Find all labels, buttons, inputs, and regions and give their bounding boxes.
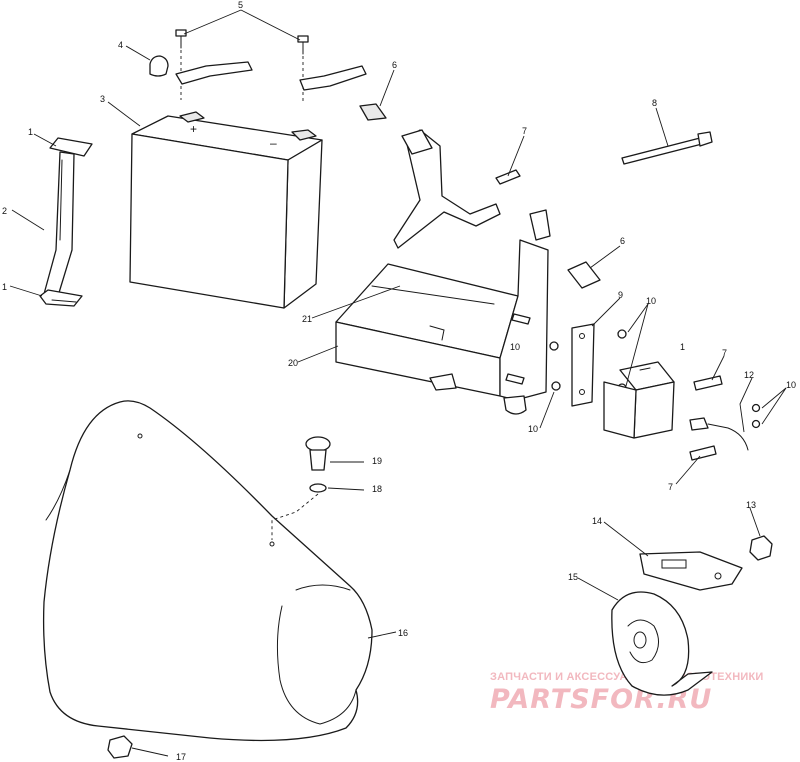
callout-19: 19 <box>372 456 382 466</box>
callout-8: 8 <box>652 98 657 108</box>
callout-13: 13 <box>746 500 756 510</box>
relay-solenoid <box>603 361 675 439</box>
leader-lines <box>9 9 787 757</box>
battery-minus-terminal-label: – <box>270 136 277 150</box>
callout-4: 4 <box>118 40 123 50</box>
clip-right <box>567 261 601 289</box>
callout-15: 15 <box>568 572 578 582</box>
callout-7-right: 7 <box>722 348 727 358</box>
battery-box <box>335 103 551 415</box>
callout-6-top: 6 <box>392 60 397 70</box>
callout-17: 17 <box>176 752 186 762</box>
callout-14: 14 <box>592 516 602 526</box>
wire <box>689 417 749 451</box>
callout-2: 2 <box>2 206 7 216</box>
callout-1-top: 1 <box>28 127 33 137</box>
callout-7-top: 7 <box>522 126 527 136</box>
callout-5: 5 <box>238 0 243 10</box>
callout-21: 21 <box>302 314 312 324</box>
cable-tie <box>621 131 713 165</box>
callout-10-box: 10 <box>510 342 520 352</box>
battery-plus-terminal-label: + <box>190 122 197 136</box>
battery-strap <box>39 137 93 307</box>
terminal-hardware <box>149 29 367 104</box>
horn-assembly <box>611 535 773 696</box>
callout-11: 1 <box>680 342 685 352</box>
callout-16: 16 <box>398 628 408 638</box>
callout-3: 3 <box>100 94 105 104</box>
callout-9: 9 <box>618 290 623 300</box>
callout-10-lower: 10 <box>528 424 538 434</box>
cover-fastener <box>271 436 331 540</box>
callout-18: 18 <box>372 484 382 494</box>
callout-12: 12 <box>744 370 754 380</box>
battery: + – <box>129 111 323 309</box>
callout-1-bottom: 1 <box>2 282 7 292</box>
mount-plate <box>571 323 595 407</box>
callout-10-far-right: 10 <box>786 380 796 390</box>
callout-20: 20 <box>288 358 298 368</box>
retainer-clip <box>107 735 133 759</box>
cover-panel <box>42 400 373 742</box>
callout-10-upper: 10 <box>646 296 656 306</box>
callout-7-lower: 7 <box>668 482 673 492</box>
callout-6-right: 6 <box>620 236 625 246</box>
